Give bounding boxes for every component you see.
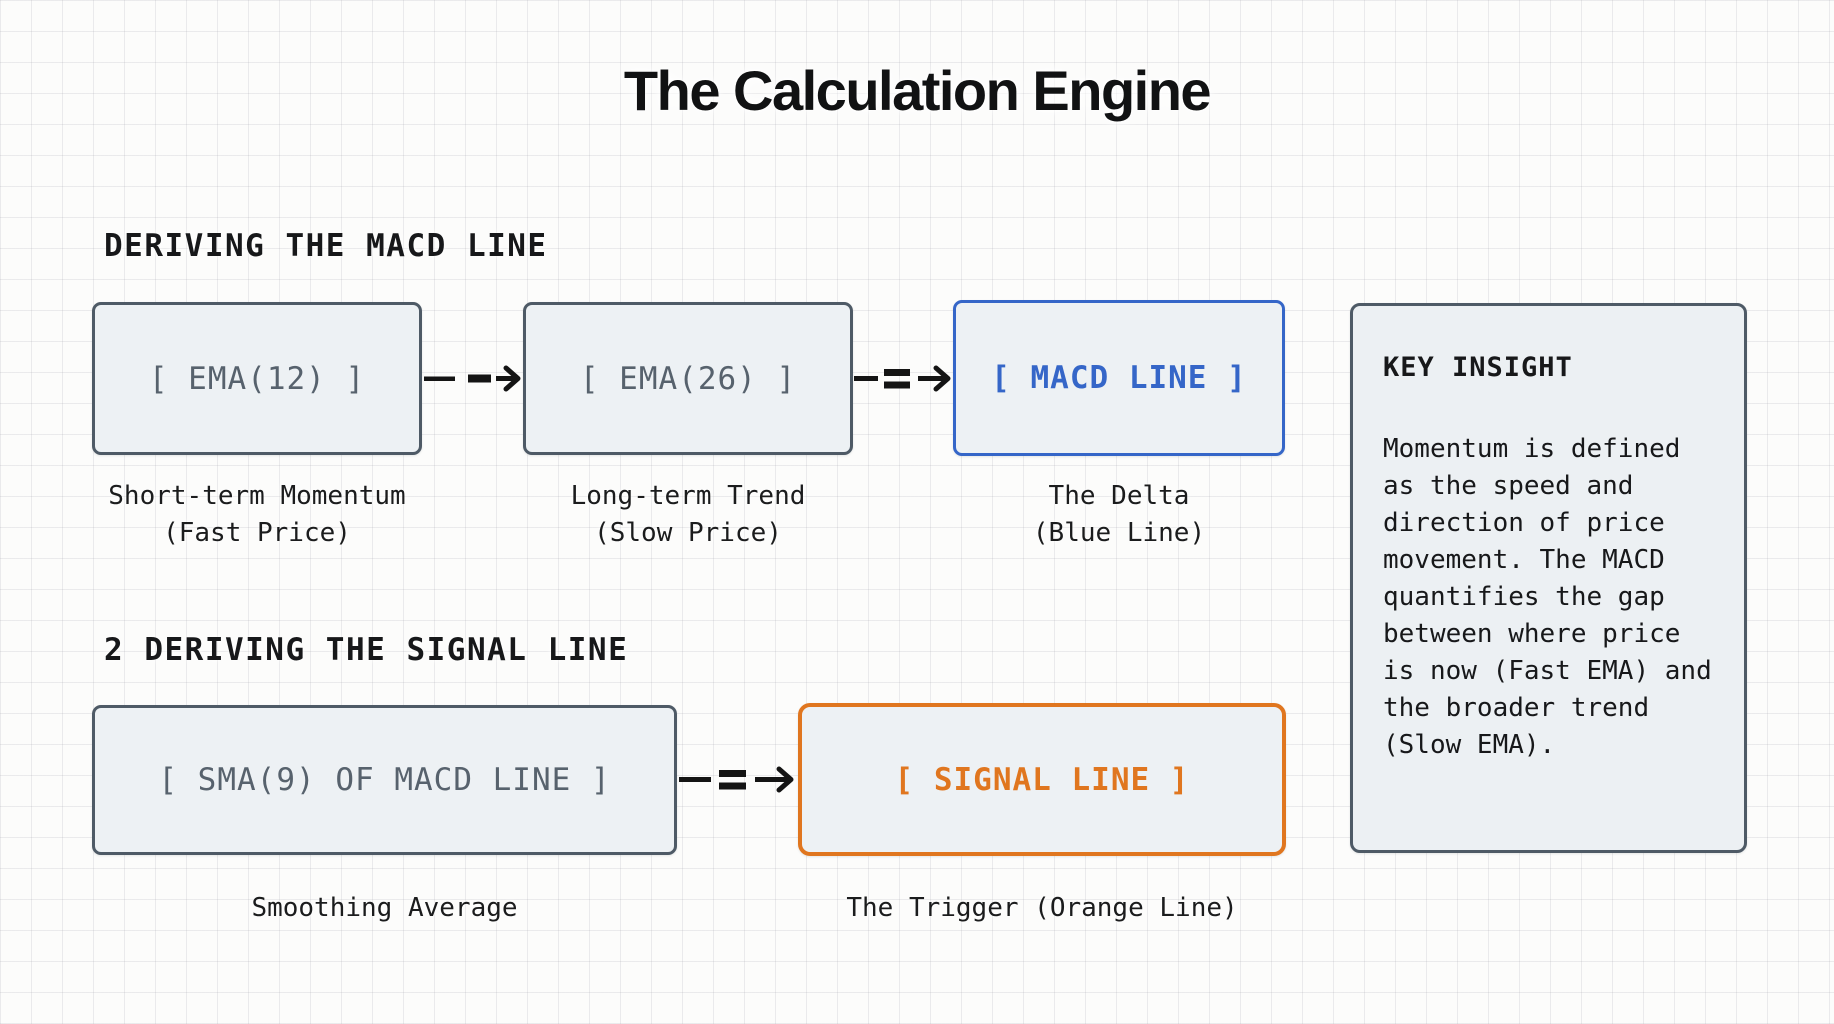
caption-macd-line: The Delta (Blue Line) [953, 478, 1285, 552]
caption-ema26: Long-term Trend (Slow Price) [523, 478, 853, 552]
equals-arrow-connector-row1 [854, 356, 953, 402]
section-heading-macd-line: DERIVING THE MACD LINE [104, 228, 548, 264]
caption-signal-line1: The Trigger (Orange Line) [846, 893, 1238, 923]
dashed-arrow-icon [424, 365, 521, 392]
caption-macd-line2: (Blue Line) [1032, 518, 1206, 548]
caption-macd-line1: The Delta [1048, 481, 1190, 511]
key-insight-body: Momentum is defined as the speed and dir… [1383, 434, 1712, 760]
node-sma9-label: [ SMA(9) OF MACD LINE ] [158, 762, 611, 798]
node-signal-line-label: [ SIGNAL LINE ] [894, 761, 1190, 798]
section-heading-signal-line: 2 DERIVING THE SIGNAL LINE [104, 632, 629, 668]
node-ema26: [ EMA(26) ] [523, 302, 853, 455]
node-sma9: [ SMA(9) OF MACD LINE ] [92, 705, 677, 855]
caption-sma9: Smoothing Average [92, 890, 677, 927]
caption-signal-line: The Trigger (Orange Line) [798, 890, 1286, 927]
node-macd-line: [ MACD LINE ] [953, 300, 1285, 456]
equals-arrow-icon [854, 365, 951, 392]
node-ema12-label: [ EMA(12) ] [148, 360, 366, 397]
caption-ema12-line1: Short-term Momentum [108, 481, 406, 511]
caption-ema26-line1: Long-term Trend [570, 481, 806, 511]
caption-ema26-line2: (Slow Price) [594, 518, 782, 548]
caption-ema12: Short-term Momentum (Fast Price) [92, 478, 422, 552]
key-insight-heading: KEY INSIGHT [1383, 352, 1573, 383]
caption-ema12-line2: (Fast Price) [163, 518, 351, 548]
node-macd-line-label: [ MACD LINE ] [991, 360, 1247, 396]
node-ema12: [ EMA(12) ] [92, 302, 422, 455]
node-ema26-label: [ EMA(26) ] [579, 360, 797, 397]
page-title: The Calculation Engine [623, 59, 1212, 122]
equals-arrow-icon [679, 766, 794, 793]
caption-sma9-line1: Smoothing Average [251, 893, 518, 923]
key-insight-panel: KEY INSIGHT Momentum is defined as the s… [1350, 303, 1747, 853]
dashed-arrow-connector [424, 356, 522, 402]
node-signal-line: [ SIGNAL LINE ] [798, 703, 1286, 856]
equals-arrow-connector-row2 [679, 757, 796, 803]
